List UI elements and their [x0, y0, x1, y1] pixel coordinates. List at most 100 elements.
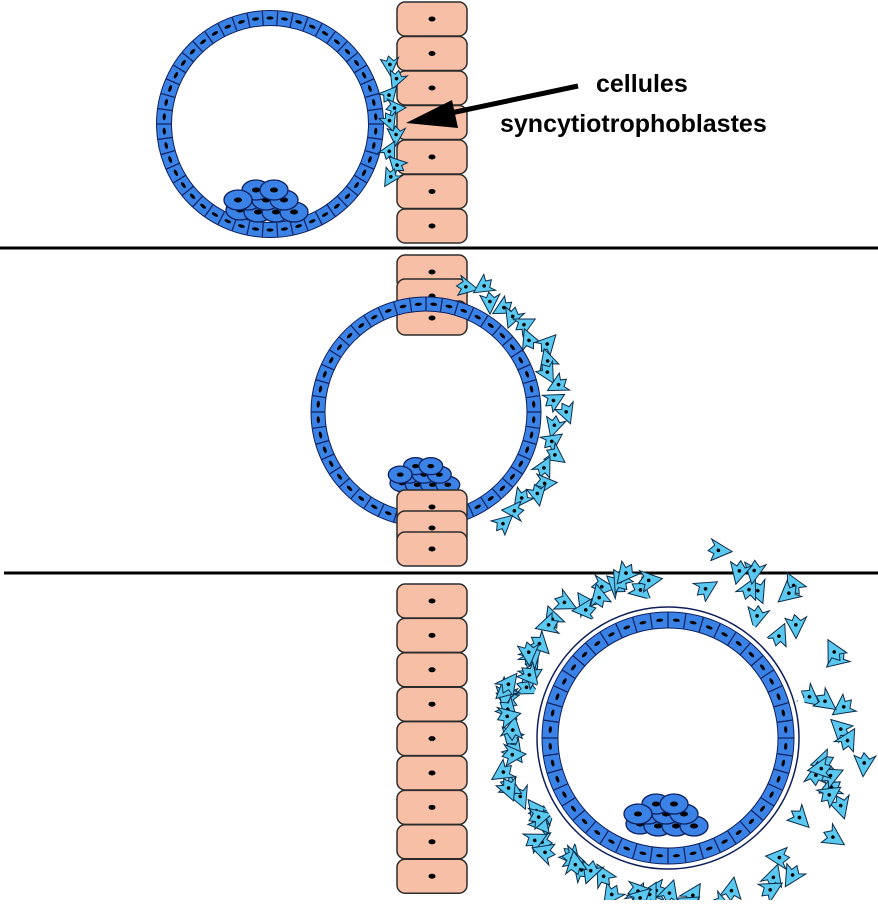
cell-nucleus: [597, 595, 601, 600]
inner-cell-mass: [223, 179, 309, 223]
cell-border: [649, 613, 653, 629]
cell-nucleus: [526, 650, 531, 655]
cell-border: [523, 379, 537, 384]
cell-nucleus: [524, 685, 529, 690]
cell-nucleus: [532, 838, 537, 843]
cell-nucleus: [771, 875, 776, 880]
cell-nucleus: [428, 804, 436, 810]
cell-nucleus: [581, 818, 588, 825]
cell-border: [365, 150, 379, 156]
cell-border: [543, 753, 559, 757]
panel-invasion: [310, 254, 574, 567]
cell-nucleus: [280, 227, 288, 231]
cell-nucleus: [211, 212, 219, 217]
cell-border: [315, 23, 323, 37]
cell-border: [337, 195, 348, 207]
syncytio-cell: [385, 98, 408, 119]
cell-border: [312, 425, 326, 429]
cell-nucleus: [832, 650, 837, 654]
cell-nucleus: [525, 370, 530, 378]
cell-nucleus: [321, 212, 329, 217]
cell-border: [773, 768, 789, 774]
syncytio-cell: [747, 604, 771, 631]
cell-nucleus: [499, 485, 506, 492]
cell-nucleus: [784, 742, 788, 750]
cell-border: [760, 669, 774, 679]
cell-nucleus: [428, 701, 436, 707]
cell-nucleus: [322, 446, 327, 454]
syncytio-cell: [806, 755, 833, 780]
cell-nucleus: [594, 641, 601, 646]
cell-nucleus: [819, 766, 824, 771]
cell-border: [192, 41, 203, 53]
cell-border: [632, 843, 638, 859]
cell-nucleus: [211, 31, 219, 36]
cell-nucleus: [189, 48, 196, 55]
cell-nucleus: [372, 98, 376, 106]
cell-nucleus: [444, 482, 452, 487]
syncytio-cell: [386, 125, 407, 148]
cell-nucleus: [272, 209, 280, 215]
cell-nucleus: [189, 193, 196, 200]
trophoblast-ring: [541, 611, 795, 865]
cell-nucleus: [545, 370, 550, 374]
cell-border: [739, 821, 751, 834]
cell-nucleus: [394, 132, 398, 137]
cell-nucleus: [527, 338, 531, 343]
syncytio-cell: [853, 751, 878, 778]
cell-nucleus: [716, 548, 721, 553]
cell-nucleus: [550, 759, 555, 767]
cell-nucleus: [412, 463, 419, 469]
cell-nucleus: [367, 85, 372, 92]
cell-nucleus: [705, 625, 713, 630]
cell-border: [615, 623, 623, 638]
cell-border: [339, 336, 350, 346]
cell-border: [339, 478, 350, 488]
syncytio-cell: [707, 537, 734, 562]
cell-nucleus: [525, 446, 530, 454]
syncytio-cell: [734, 576, 757, 602]
cell-border: [599, 632, 609, 646]
cell-border: [161, 150, 175, 156]
cell-nucleus: [428, 873, 436, 879]
cell-border: [337, 41, 348, 53]
cell-border: [502, 478, 513, 488]
cell-border: [246, 13, 251, 28]
cell-nucleus: [482, 284, 486, 288]
cell-border: [562, 669, 576, 679]
cell-nucleus: [689, 620, 697, 625]
cell-nucleus: [308, 24, 316, 29]
cell-nucleus: [823, 699, 827, 704]
cell-nucleus: [428, 770, 436, 776]
cell-nucleus: [545, 359, 550, 363]
cell-nucleus: [543, 850, 547, 855]
cell-nucleus: [721, 632, 728, 637]
cell-border: [289, 13, 294, 28]
syncytio-cell: [472, 272, 498, 294]
cell-border: [261, 222, 264, 237]
cell-nucleus: [354, 59, 360, 66]
cell-nucleus: [556, 382, 561, 387]
cell-nucleus: [252, 17, 260, 21]
syncytio-cell: [526, 807, 554, 831]
cell-nucleus: [562, 791, 567, 798]
uterine-cell: [396, 583, 468, 619]
cell-nucleus: [814, 773, 818, 778]
cell-nucleus: [322, 370, 327, 378]
cell-nucleus: [781, 709, 786, 717]
cell-nucleus: [162, 127, 166, 135]
cell-nucleus: [755, 614, 759, 618]
cell-nucleus: [776, 693, 781, 701]
uterine-cell: [396, 531, 468, 567]
cell-border: [572, 809, 585, 821]
cell-nucleus: [841, 705, 846, 709]
cell-border: [518, 363, 531, 371]
cell-nucleus: [624, 571, 628, 575]
cell-nucleus: [384, 511, 392, 516]
cell-nucleus: [388, 174, 393, 179]
cell-border: [173, 174, 186, 184]
cell-nucleus: [555, 775, 560, 783]
cell-nucleus: [550, 709, 555, 717]
cell-border: [683, 847, 687, 863]
cell-border: [683, 613, 687, 629]
